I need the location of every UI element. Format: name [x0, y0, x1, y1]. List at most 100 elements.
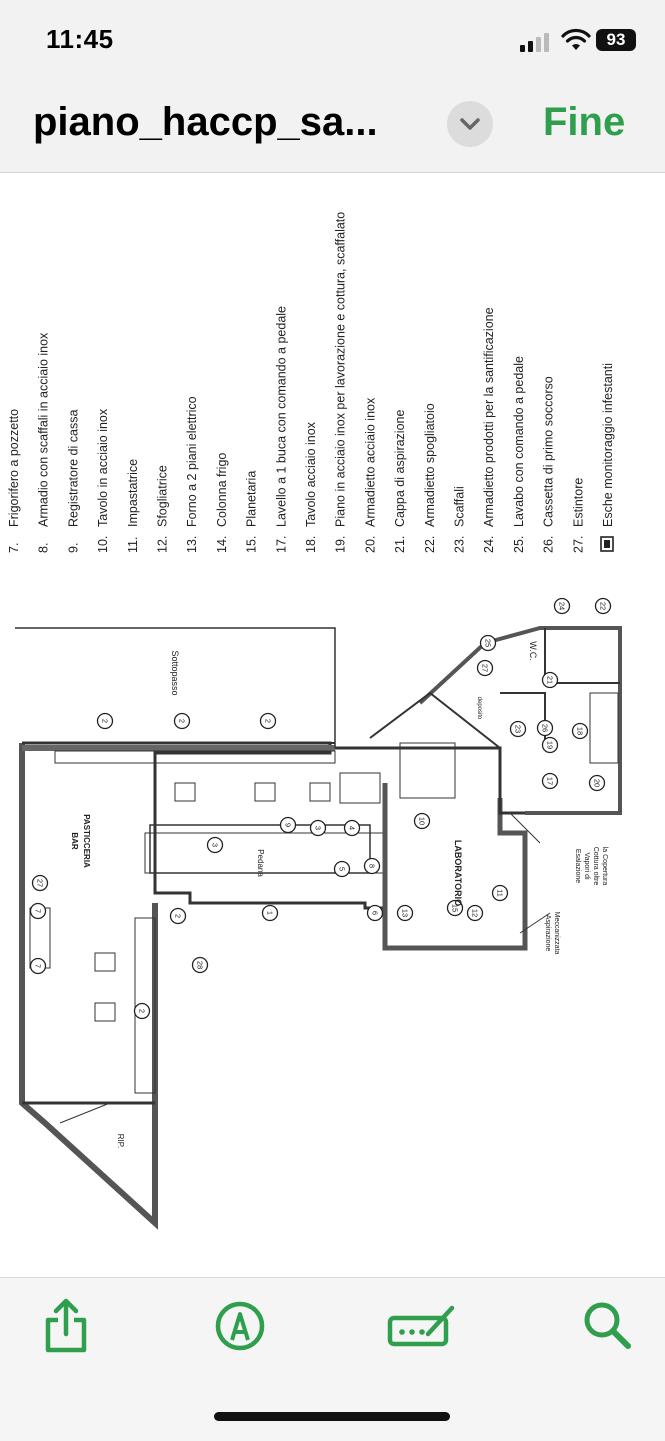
legend-label: Planetaria [245, 471, 259, 527]
legend-number: 20. [363, 536, 377, 553]
done-button[interactable]: Fine [543, 100, 626, 144]
note-esalazione: Esalazione Vapori di Cottura oltre la Co… [574, 847, 608, 886]
signature-icon [387, 1305, 455, 1347]
plan-marker-circle [191, 956, 209, 974]
plan-marker-circle [366, 904, 384, 922]
legend-number: 14. [215, 536, 229, 553]
legend-label: Armadietto spogliatoio [423, 403, 437, 527]
plan-marker-number: 20 [593, 779, 602, 787]
plan-marker-circle [541, 772, 559, 790]
plan-marker-circle [413, 812, 431, 830]
plan-marker-circle [29, 902, 47, 920]
plan-marker-circle [594, 597, 612, 615]
markup-pen-icon [215, 1301, 265, 1351]
share-icon [45, 1298, 87, 1353]
legend-number: 9. [66, 543, 80, 553]
plan-marker-circle [541, 671, 559, 689]
room-label-pedana: Pedana [256, 849, 265, 877]
legend-label: Esche monitoraggio infestanti [601, 363, 615, 527]
plan-marker-number: 7 [34, 964, 43, 968]
wifi-icon [561, 28, 591, 50]
status-bar: 11:45 93 [0, 0, 665, 84]
leader-line [519, 912, 551, 934]
search-button[interactable] [578, 1296, 638, 1356]
legend-label: Armadietto acciaio inox [363, 397, 377, 527]
legend-number: 21. [393, 536, 407, 553]
legend-label: Armadio con scaffali in acciaio inox [37, 332, 51, 527]
plan-marker-number: 6 [371, 911, 380, 915]
room-label-rip: RIP. [116, 1134, 125, 1149]
legend-label: Piano in acciaio inox per lavorazione e … [334, 212, 348, 527]
legend-label: Estintore [571, 478, 585, 527]
plan-marker-circle [588, 774, 606, 792]
plan-marker-circle [169, 907, 187, 925]
legend-number: 10. [96, 536, 110, 553]
plan-marker-number: 2 [101, 719, 110, 723]
plan-marker-number: 10 [418, 817, 427, 825]
room-label-pasticceria: PASTICCERIA [82, 814, 91, 868]
plan-marker-circle [446, 899, 464, 917]
cellular-signal-icon [520, 33, 549, 52]
document-title[interactable]: piano_haccp_sa... [33, 100, 378, 144]
status-time: 11:45 [46, 24, 114, 54]
floor-plan [15, 626, 622, 1230]
legend-number: 12. [156, 536, 170, 553]
legend-number: 26. [542, 536, 556, 553]
room-label-wc: W.C. [528, 641, 538, 661]
share-button[interactable] [36, 1296, 96, 1356]
legend-label: Frigorifero a pozzetto [7, 409, 21, 527]
plan-marker-number: 2 [138, 1009, 147, 1013]
plan-marker-number: 24 [558, 602, 567, 610]
svg-text:Vapori di: Vapori di [583, 852, 590, 880]
plan-marker-circle [333, 860, 351, 878]
plan-marker-circle [31, 874, 49, 892]
legend-label: Registratore di cassa [66, 410, 80, 527]
plan-marker-circle [29, 957, 47, 975]
legend-number: 23. [453, 536, 467, 553]
svg-text:Aspirazione: Aspirazione [544, 915, 551, 952]
room-label-deposito: deposito [476, 697, 482, 720]
plan-marker-number: 3 [314, 826, 323, 830]
document-canvas[interactable]: 7. Frigorifero a pozzetto 8. Armadio con sc… [0, 173, 665, 1277]
plan-marker-number: 17 [546, 777, 555, 785]
legend-number: 15. [245, 536, 259, 553]
legend-label: Lavabo con comando a pedale [512, 356, 526, 527]
legend-label: Forno a 2 piani elettrico [185, 396, 199, 527]
plan-marker-number: 2 [264, 719, 273, 723]
legend-label: Colonna frigo [215, 453, 229, 527]
legend-number: 24. [482, 536, 496, 553]
plan-marker-number: 27 [481, 664, 490, 672]
title-menu-button[interactable] [447, 101, 493, 147]
signature-button[interactable] [386, 1296, 460, 1356]
legend-number: 8. [37, 543, 51, 553]
plan-marker-circle [309, 819, 327, 837]
plan-marker-circle [476, 659, 494, 677]
legend-number: 17. [274, 536, 288, 553]
plan-marker-number: 1 [266, 911, 275, 915]
bait-station-icon [600, 536, 614, 552]
legend-number: 19. [334, 536, 348, 553]
legend-label: Scaffali [453, 486, 467, 527]
legend-number: 7. [7, 543, 21, 553]
plan-marker-circle [133, 1002, 151, 1020]
legend-number: 25. [512, 536, 526, 553]
legend-number: 22. [423, 536, 437, 553]
plan-marker-number: 21 [546, 676, 555, 684]
plan-marker-circle [466, 904, 484, 922]
legend-number: 13. [185, 536, 199, 553]
plan-marker-circle [206, 836, 224, 854]
svg-text:Esalazione: Esalazione [574, 849, 581, 883]
plan-marker-circle [479, 634, 497, 652]
plan-marker-circle [279, 816, 297, 834]
markup-button[interactable] [210, 1296, 270, 1356]
plan-marker-number: 12 [471, 909, 480, 917]
plan-marker-number: 9 [284, 823, 293, 827]
legend-label: Armadietto prodotti per la santificazion… [482, 307, 496, 527]
note-aspirazione: Aspirazione Meccanizzata [544, 912, 560, 955]
legend-number: 27. [571, 536, 585, 553]
bottom-toolbar [0, 1277, 665, 1441]
legend-label: Impastatrice [126, 459, 140, 527]
search-icon [584, 1302, 631, 1349]
plan-marker-number: 7 [34, 909, 43, 913]
